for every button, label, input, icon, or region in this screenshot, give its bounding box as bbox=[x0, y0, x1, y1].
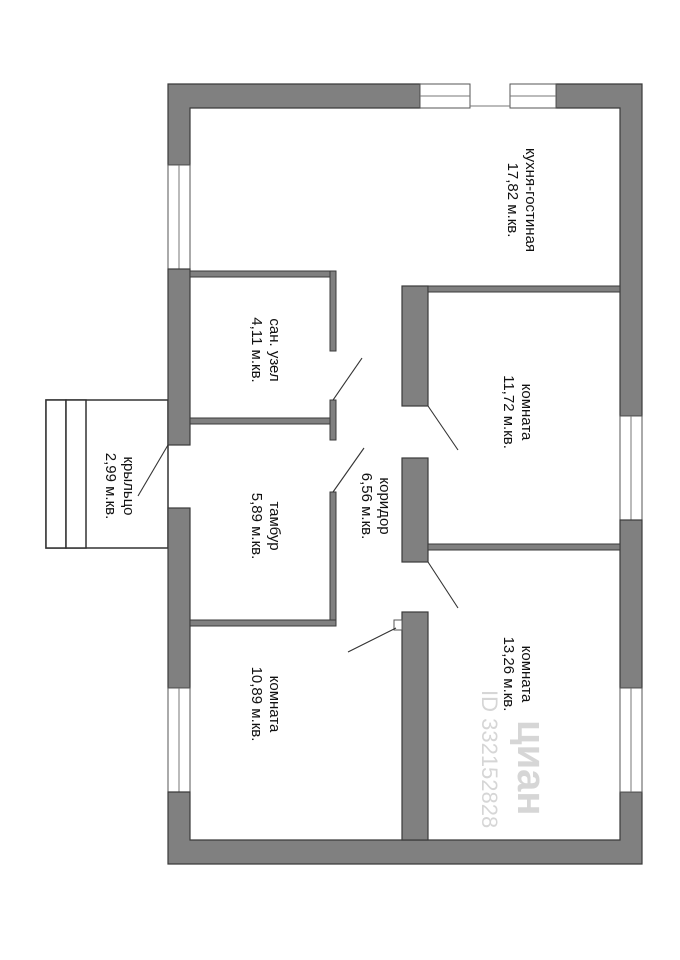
room3-area: 10,89 м.кв. bbox=[248, 667, 265, 742]
kitchen-name: кухня-гостиная bbox=[522, 148, 539, 252]
vestibule-area: 5,89 м.кв. bbox=[248, 493, 265, 560]
label-kitchen: кухня-гостиная 17,82 м.кв. bbox=[504, 148, 539, 252]
label-room3: комната 10,89 м.кв. bbox=[248, 667, 283, 742]
door-vestibule bbox=[332, 447, 365, 493]
room2-name: комната bbox=[518, 646, 535, 703]
vestibule-name: тамбур bbox=[266, 501, 283, 550]
door-swings bbox=[137, 357, 459, 653]
porch-area: 2,99 м.кв. bbox=[102, 453, 119, 520]
watermark-brand: циан bbox=[509, 720, 553, 816]
room2-area: 13,26 м.кв. bbox=[500, 637, 517, 712]
label-bathroom: сан. узел 4,11 м.кв. bbox=[248, 317, 283, 382]
door-bathroom bbox=[332, 357, 363, 401]
door-room3 bbox=[347, 627, 397, 653]
corridor-name: коридор bbox=[376, 477, 393, 534]
label-corridor: коридор 6,56 м.кв. bbox=[358, 473, 393, 540]
porch bbox=[45, 399, 169, 549]
door-kitchen bbox=[427, 405, 459, 451]
outer-walls bbox=[167, 83, 643, 865]
label-porch: крыльцо 2,99 м.кв. bbox=[102, 453, 137, 520]
kitchen-area: 17,82 м.кв. bbox=[504, 163, 521, 238]
door-room2 bbox=[427, 561, 459, 609]
room1-area: 11,72 м.кв. bbox=[500, 375, 517, 449]
bathroom-name: сан. узел bbox=[266, 318, 283, 381]
label-vestibule: тамбур 5,89 м.кв. bbox=[248, 493, 283, 560]
interior-walls bbox=[189, 270, 621, 841]
room3-name: комната bbox=[266, 676, 283, 733]
label-room1: комната 11,72 м.кв. bbox=[500, 375, 535, 449]
room1-name: комната bbox=[518, 384, 535, 441]
label-room2: комната 13,26 м.кв. bbox=[500, 637, 535, 712]
door-entrance bbox=[137, 444, 169, 497]
bathroom-area: 4,11 м.кв. bbox=[248, 317, 265, 382]
top-wall-right bbox=[555, 83, 643, 417]
top-wall-left bbox=[167, 83, 421, 166]
watermark: циан ID 332152828 bbox=[477, 690, 553, 828]
porch-name: крыльцо bbox=[120, 456, 137, 515]
corridor-area: 6,56 м.кв. bbox=[358, 473, 375, 540]
watermark-id: ID 332152828 bbox=[477, 690, 502, 828]
